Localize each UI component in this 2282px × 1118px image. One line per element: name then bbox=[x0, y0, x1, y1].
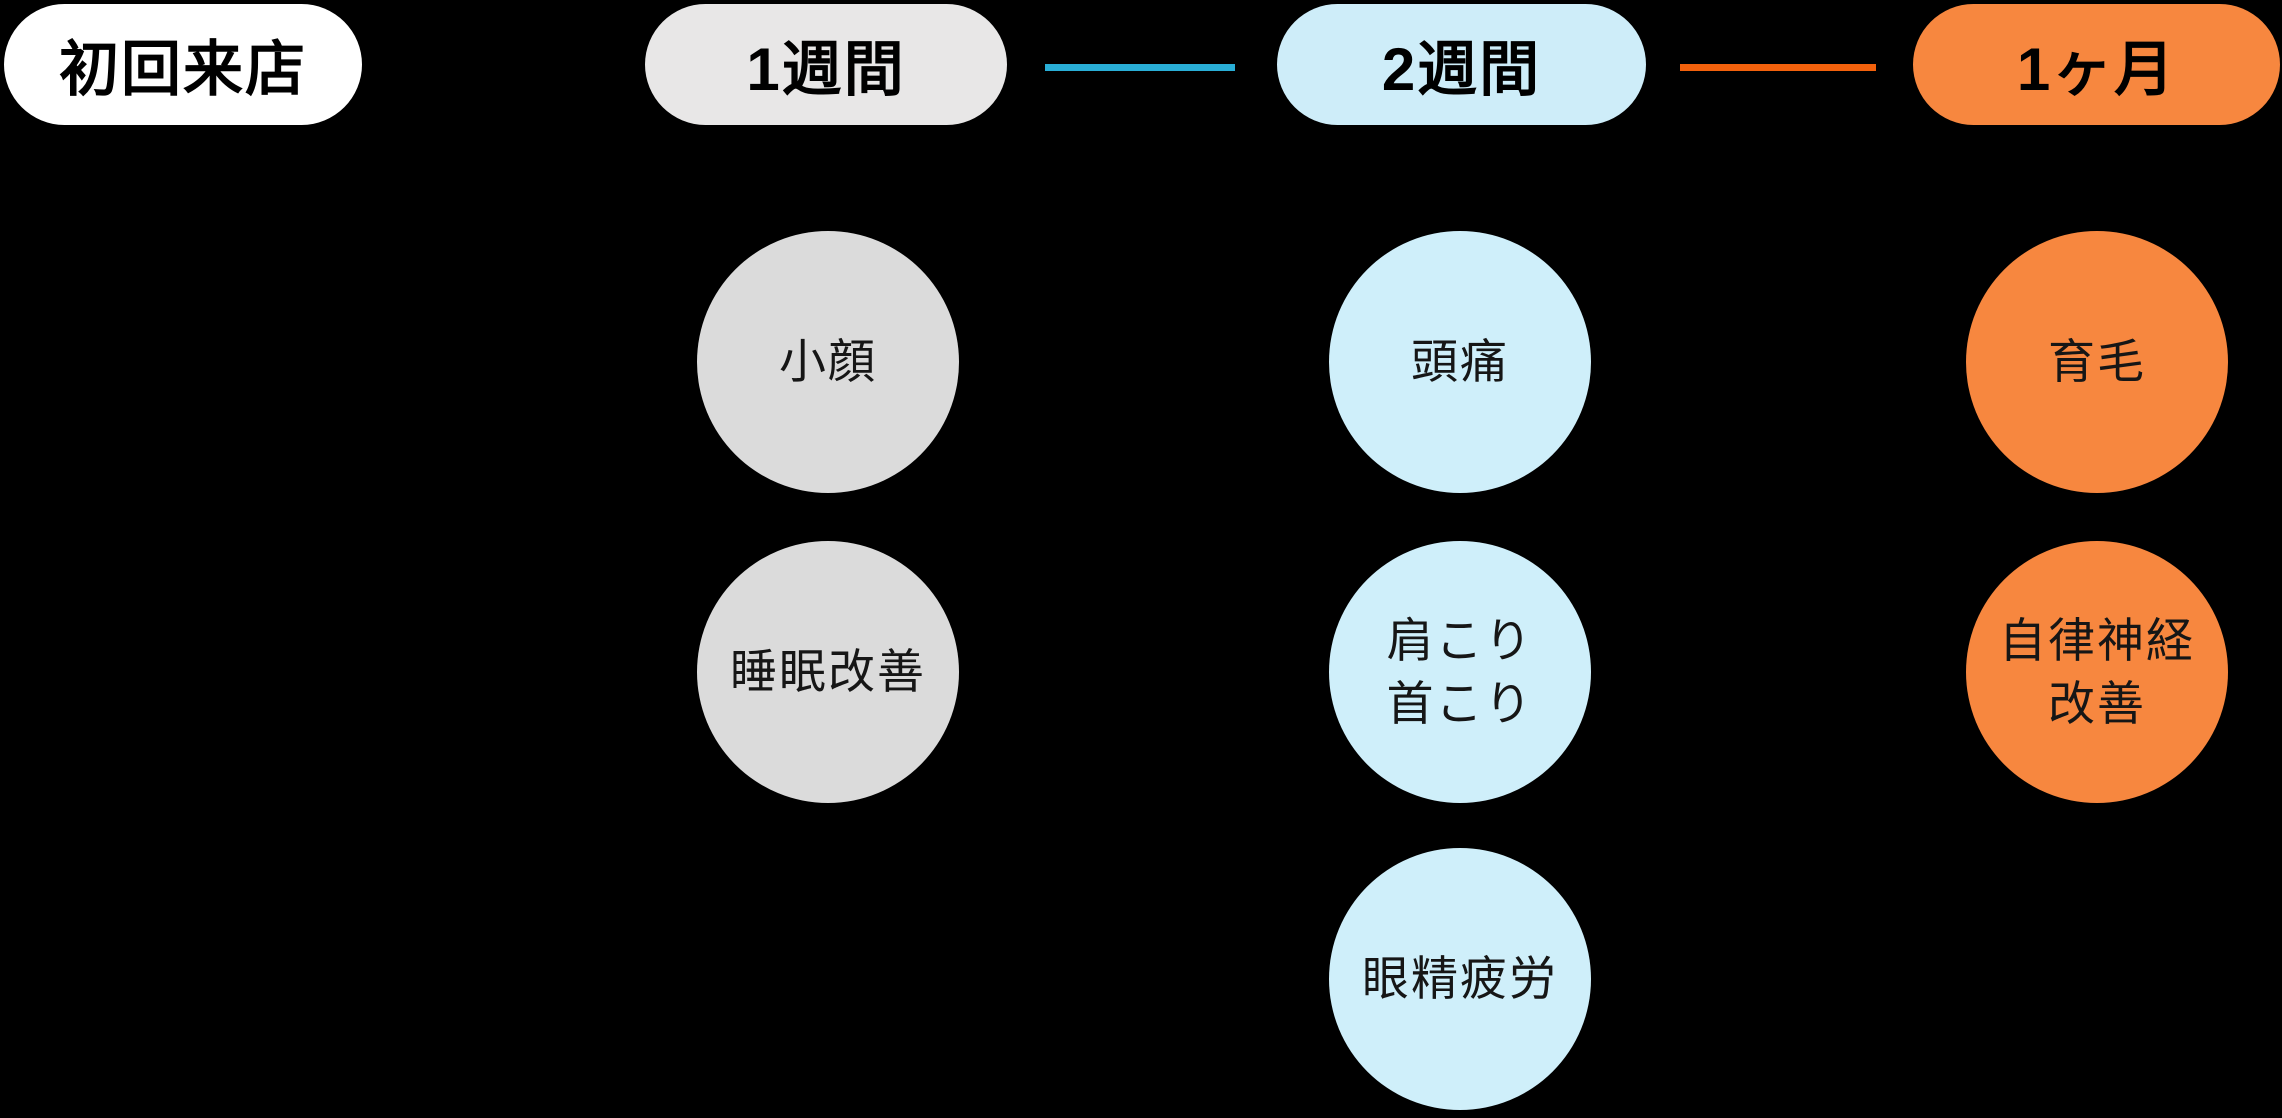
effect-circle-shoulder-neck-stiffness: 肩こり 首こり bbox=[1329, 541, 1591, 803]
stage-pill-2-weeks: 2週間 bbox=[1277, 4, 1646, 125]
stage-pill-1-week: 1週間 bbox=[645, 4, 1007, 125]
effect-circle-sleep-improvement: 睡眠改善 bbox=[697, 541, 959, 803]
effect-circle-headache: 頭痛 bbox=[1329, 231, 1591, 493]
effect-circle-hair-growth: 育毛 bbox=[1966, 231, 2228, 493]
stage-pill-initial-visit: 初回来店 bbox=[4, 4, 362, 125]
effect-circle-autonomic-nerve-improvement: 自律神経 改善 bbox=[1966, 541, 2228, 803]
connector-line-2weeks-to-1month bbox=[1680, 64, 1876, 71]
effect-circle-kogao: 小顔 bbox=[697, 231, 959, 493]
stage-pill-1-month: 1ヶ月 bbox=[1913, 4, 2280, 125]
effect-circle-eye-strain: 眼精疲労 bbox=[1329, 848, 1591, 1110]
connector-line-1week-to-2weeks bbox=[1045, 64, 1235, 71]
